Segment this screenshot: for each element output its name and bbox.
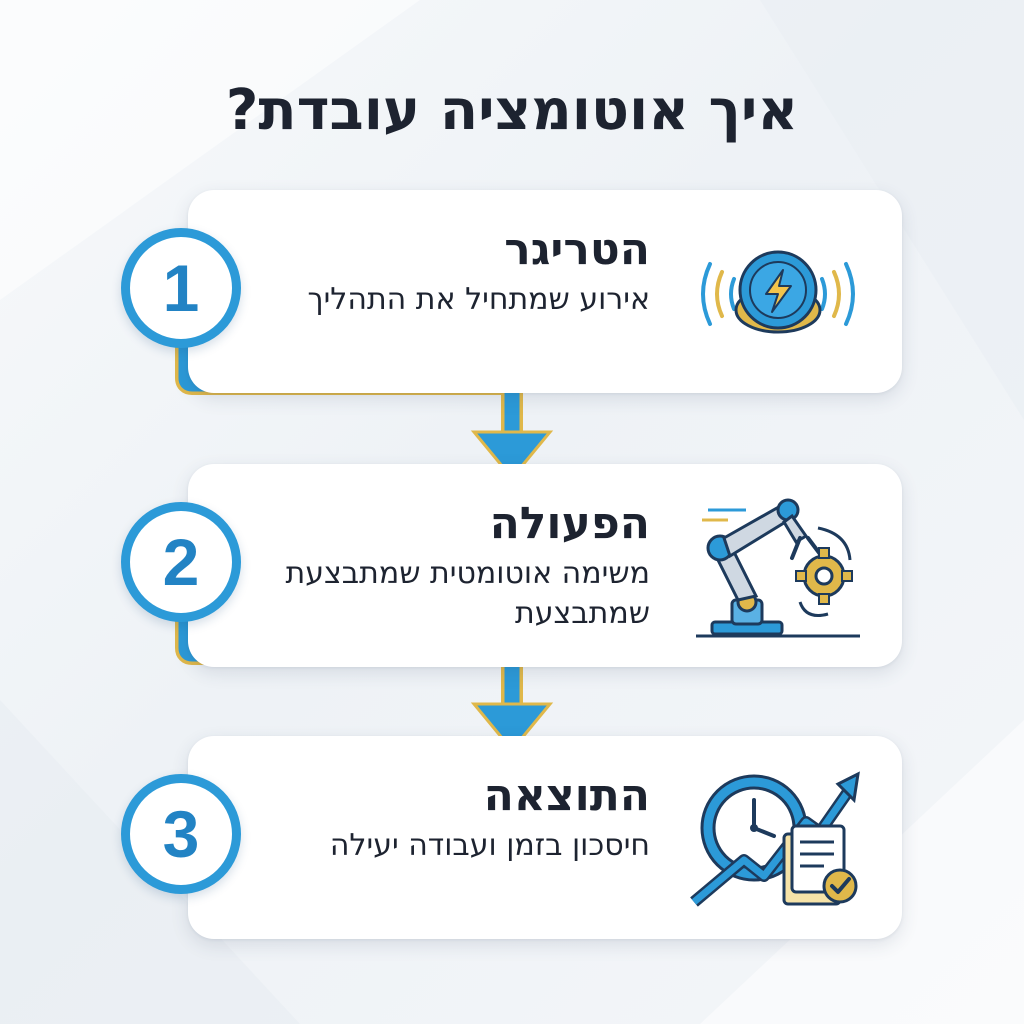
step-description: משימה אוטומטית שמתבצעת שמתבצעת — [285, 556, 650, 631]
step-description: חיסכון בזמן ועבודה יעילה — [329, 828, 650, 863]
page-title: איך אוטומציה עובדת? — [225, 78, 799, 143]
step-title: הטריגר — [504, 224, 650, 275]
step-title: התוצאה — [483, 770, 650, 821]
step-number-badge: 1 — [121, 228, 241, 348]
robot-arm-gear-icon — [696, 498, 860, 638]
clock-growth-document-icon — [690, 771, 860, 907]
step-card-trigger: הטריגר אירוע שמתחיל את התהליך — [188, 190, 902, 393]
step-title: הפעולה — [489, 498, 650, 549]
step-description: אירוע שמתחיל את התהליך — [307, 282, 650, 317]
step-number-badge: 2 — [121, 502, 241, 622]
step-card-action: הפעולה משימה אוטומטית שמתבצעת שמתבצעת — [188, 464, 902, 667]
step-card-result: התוצאה חיסכון בזמן ועבודה יעילה — [188, 736, 902, 939]
lightning-button-icon — [701, 250, 855, 334]
step-number-badge: 3 — [121, 774, 241, 894]
